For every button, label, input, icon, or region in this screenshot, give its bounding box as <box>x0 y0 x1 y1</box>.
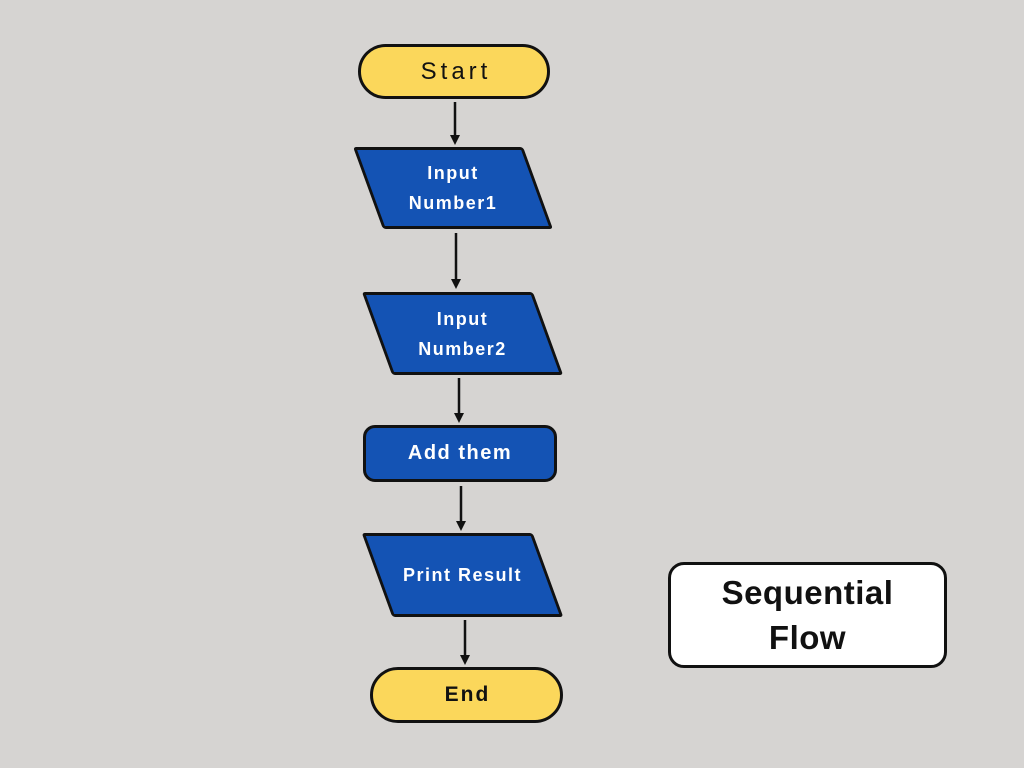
arrow-print-to-end <box>460 620 470 665</box>
print-result-text: Print Result <box>402 565 522 585</box>
input1-line1: Input <box>427 163 479 183</box>
arrow-input2-to-process <box>454 378 464 423</box>
node-end: End <box>370 667 563 723</box>
arrow-start-to-input1 <box>450 102 460 145</box>
node-print-result: Print Result <box>361 533 564 617</box>
node-start-label: Start <box>420 57 492 85</box>
node-input-number1-label: Input Number1 <box>371 150 535 226</box>
node-input-number2-label: Input Number2 <box>380 295 545 372</box>
node-end-label: End <box>444 683 491 706</box>
input2-line2: Number2 <box>418 338 507 359</box>
caption-line2: Flow <box>768 619 847 656</box>
node-start: Start <box>358 44 550 99</box>
node-print-result-label: Print Result <box>380 536 545 614</box>
node-add-them-label: Add them <box>407 442 513 464</box>
caption-card: Sequential Flow <box>668 562 947 668</box>
arrow-input1-to-input2 <box>451 233 461 289</box>
node-input-number1: Input Number1 <box>353 147 553 229</box>
node-input-number2: Input Number2 <box>361 292 564 375</box>
node-add-them: Add them <box>363 425 557 482</box>
input1-line2: Number1 <box>408 193 498 213</box>
input2-line1: Input <box>436 308 489 329</box>
arrow-process-to-print <box>456 486 466 531</box>
caption-line1: Sequential <box>721 574 894 611</box>
